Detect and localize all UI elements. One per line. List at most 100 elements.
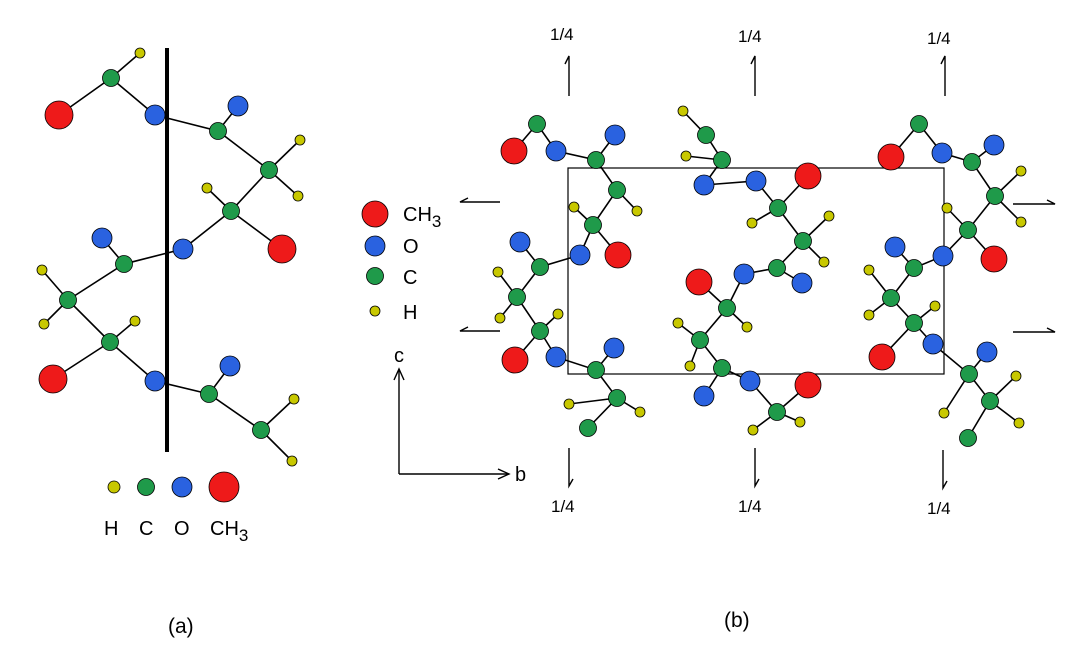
c-atom <box>981 392 999 410</box>
h-atom <box>552 308 564 320</box>
h-atom <box>1010 370 1022 382</box>
c-atom <box>959 221 977 239</box>
legend-o-swatch <box>364 235 386 257</box>
h-atom <box>201 182 213 194</box>
axes: c b <box>393 345 526 486</box>
c-atom <box>260 161 278 179</box>
screw-label-top: 1/4 <box>738 27 762 46</box>
c-atom <box>769 199 787 217</box>
ch3-atom <box>44 100 74 130</box>
o-atom <box>733 263 755 285</box>
c-atom <box>768 403 786 421</box>
h-atom <box>741 321 753 333</box>
h-atom <box>631 205 643 217</box>
h-atom <box>492 266 504 278</box>
panel-a-legend: H C O CH3 <box>104 471 248 545</box>
c-atom <box>986 187 1004 205</box>
c-atom <box>713 359 731 377</box>
h-atom <box>1013 417 1025 429</box>
c-atom <box>579 419 597 437</box>
ch3-atom <box>877 143 905 171</box>
h-atom <box>292 190 304 202</box>
screw-label-top: 1/4 <box>550 25 574 44</box>
ch3-atom <box>685 268 713 296</box>
o-atom <box>983 134 1005 156</box>
panel-b-caption: (b) <box>724 609 750 632</box>
c-atom <box>608 181 626 199</box>
legend-h-label: H <box>403 302 417 324</box>
screw-axes-top: 1/4 1/4 1/4 <box>550 25 951 96</box>
legend-ch3-label: CH3 <box>210 518 248 545</box>
h-atom <box>36 264 48 276</box>
h-atom <box>568 201 580 213</box>
c-atom <box>200 385 218 403</box>
c-atom <box>718 299 736 317</box>
h-atom <box>1015 216 1027 228</box>
h-atom <box>684 360 696 372</box>
ch3-atom <box>794 162 822 190</box>
legend-c-label: C <box>403 267 417 289</box>
legend-ch3-main: CH <box>403 204 432 226</box>
o-atom <box>569 244 591 266</box>
o-atom <box>603 337 625 359</box>
legend-c-label: C <box>139 518 153 540</box>
c-atom <box>910 115 928 133</box>
h-atom <box>746 217 758 229</box>
h-atom <box>818 256 830 268</box>
legend-o-label: O <box>403 236 419 258</box>
h-atom <box>129 315 141 327</box>
legend-h-label: H <box>104 518 118 540</box>
o-atom <box>545 346 567 368</box>
legend-ch3-main: CH <box>210 518 239 540</box>
panel-b: 1/4 1/4 1/4 1/4 1/4 1/4 <box>361 25 1056 632</box>
c-atom <box>963 153 981 171</box>
c-atom <box>531 258 549 276</box>
c-atom <box>102 69 120 87</box>
legend-c-swatch <box>366 267 384 285</box>
c-atom <box>209 122 227 140</box>
o-atom <box>144 104 166 126</box>
h-atom <box>929 300 941 312</box>
screw-label-bottom: 1/4 <box>738 497 762 516</box>
ch3-atom <box>794 371 822 399</box>
c-atom <box>508 288 526 306</box>
c-atom <box>960 365 978 383</box>
panel-a: H C O CH3 (a) <box>36 47 306 638</box>
c-atom <box>713 151 731 169</box>
h-atom <box>494 312 506 324</box>
c-atom <box>531 322 549 340</box>
legend-ch3-swatch <box>208 471 240 503</box>
o-atom <box>172 238 194 260</box>
c-atom <box>882 289 900 307</box>
panel-b-atoms <box>492 105 1027 447</box>
c-atom <box>528 115 546 133</box>
h-atom <box>863 264 875 276</box>
screw-label-bottom: 1/4 <box>927 499 951 518</box>
c-atom <box>905 259 923 277</box>
o-atom <box>509 231 531 253</box>
o-atom <box>739 370 761 392</box>
o-atom <box>91 227 113 249</box>
o-atom <box>693 385 715 407</box>
screw-axes-side <box>459 197 1056 333</box>
panel-a-atoms <box>36 47 306 467</box>
h-atom <box>134 47 146 59</box>
o-atom <box>976 341 998 363</box>
ch3-atom <box>38 364 68 394</box>
h-atom <box>288 393 300 405</box>
o-atom <box>745 170 767 192</box>
c-atom <box>959 429 977 447</box>
legend-h-swatch <box>369 305 381 317</box>
h-atom <box>634 406 646 418</box>
h-atom <box>1015 165 1027 177</box>
legend-c-swatch <box>137 478 155 496</box>
c-atom <box>905 314 923 332</box>
ch3-atom <box>868 343 896 371</box>
c-atom <box>222 202 240 220</box>
screw-label-bottom: 1/4 <box>551 497 575 516</box>
screw-label-top: 1/4 <box>927 29 951 48</box>
h-atom <box>294 134 306 146</box>
o-atom <box>884 236 906 258</box>
panel-a-bonds <box>41 52 301 462</box>
c-atom <box>587 151 605 169</box>
